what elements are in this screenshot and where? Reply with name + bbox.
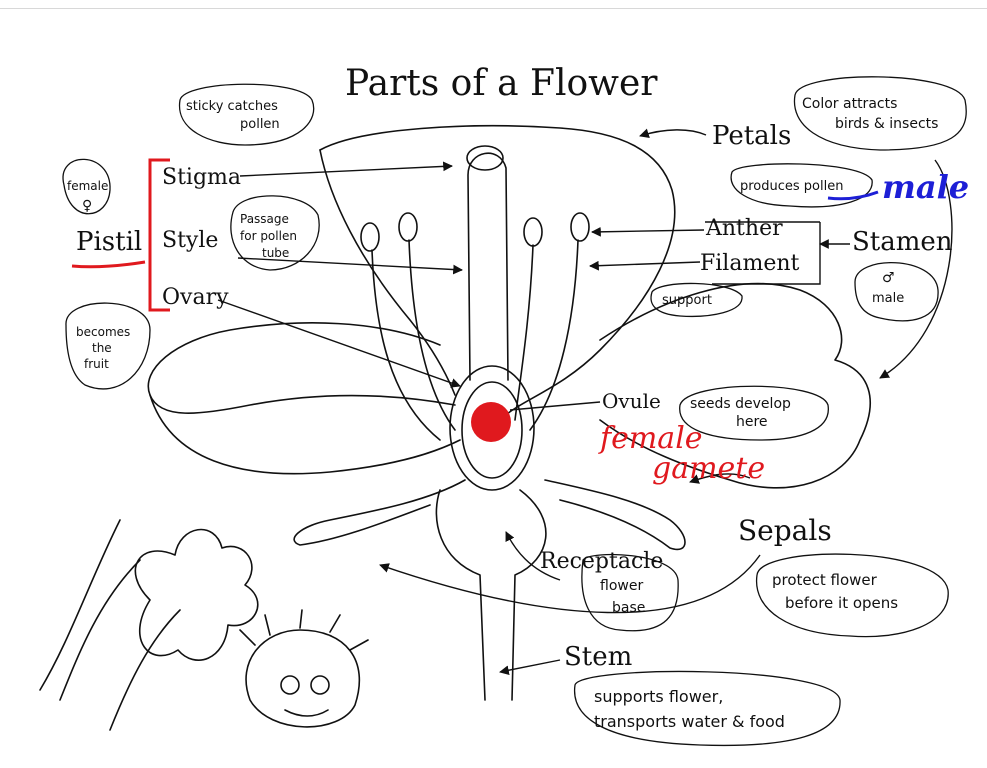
- label-receptacle: Receptacle: [540, 549, 663, 574]
- label-style: Style: [162, 228, 218, 253]
- label-sepals: Sepals: [738, 514, 832, 547]
- bubble-anther: produces pollen: [740, 179, 843, 194]
- style-shape: [468, 153, 508, 380]
- annotation-male: male: [882, 168, 969, 206]
- bubble-stem-line1: supports flower,: [594, 687, 723, 706]
- bubble-ovary-line1: becomes: [76, 325, 130, 339]
- sepal-right: [545, 480, 685, 549]
- label-stigma: Stigma: [162, 165, 241, 190]
- diagram-title: Parts of a Flower: [345, 63, 658, 104]
- stigma-shape: [467, 146, 503, 170]
- label-anther: Anther: [705, 216, 783, 241]
- student-annotations: female gamete male: [72, 160, 969, 486]
- bubble-ovary-line2: the: [92, 341, 112, 355]
- label-ovary: Ovary: [162, 285, 229, 310]
- bubble-petal-line2: birds & insects: [835, 116, 938, 132]
- troll-sketch: [240, 610, 368, 727]
- label-stem: Stem: [564, 642, 632, 672]
- bubble-ovary-line3: fruit: [84, 357, 109, 371]
- label-stamen: Stamen: [852, 227, 953, 257]
- bubble-ovule-line2: here: [736, 414, 768, 430]
- label-pistil: Pistil: [76, 227, 142, 257]
- pistil-underline: [72, 262, 145, 267]
- bubble-male: male: [872, 291, 904, 306]
- bubble-filament: support: [662, 293, 712, 308]
- female-symbol: ♀: [82, 198, 92, 214]
- label-filament: Filament: [700, 251, 800, 276]
- bubble-receptacle-line1: flower: [600, 578, 643, 594]
- label-ovule: Ovule: [602, 389, 661, 413]
- receptacle-shape: [436, 490, 546, 700]
- bubble-stigma-line1: sticky catches: [186, 99, 278, 114]
- bubble-ovule-line1: seeds develop: [690, 396, 791, 412]
- gamete-dot: [471, 402, 511, 442]
- small-flower-sketch: [40, 520, 258, 730]
- bubble-stigma-line2: pollen: [240, 117, 280, 132]
- label-petals: Petals: [712, 121, 791, 151]
- callout-arrows: [218, 130, 952, 672]
- bubble-sepal-line1: protect flower: [772, 571, 878, 589]
- bubble-female: female: [67, 179, 108, 193]
- bubble-style-line2: for pollen: [240, 229, 297, 243]
- bubble-stem-line2: transports water & food: [594, 712, 785, 731]
- bubble-petal-line1: Color attracts: [802, 96, 897, 112]
- annotation-gamete: gamete: [652, 451, 765, 486]
- bubble-style-line1: Passage: [240, 212, 289, 226]
- bubble-receptacle-line2: base: [612, 600, 645, 616]
- male-symbol: ♂: [882, 270, 895, 286]
- bubble-sepal-line2: before it opens: [785, 594, 898, 612]
- bubble-style-line3: tube: [262, 246, 289, 260]
